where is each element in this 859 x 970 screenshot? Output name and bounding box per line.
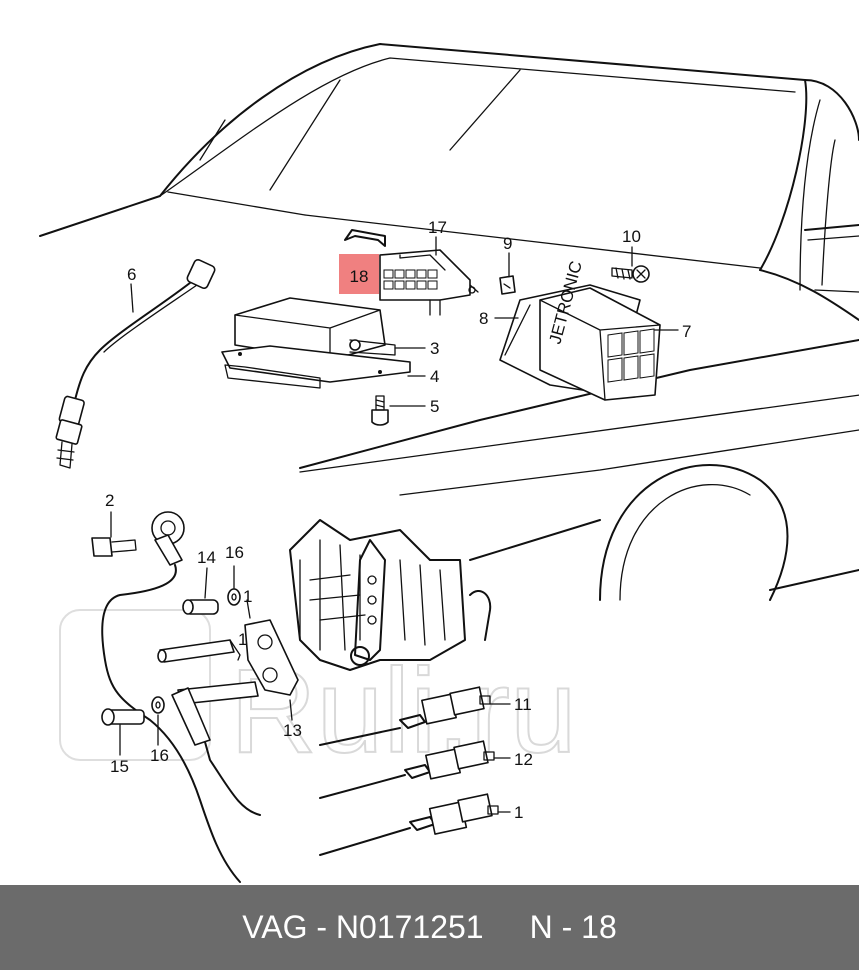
parts-diagram: Ruli.ru [39, 43, 859, 883]
callout-3: 3 [430, 339, 439, 358]
callout-12: 12 [514, 750, 533, 769]
callout-13: 13 [283, 721, 302, 740]
bolt-14 [182, 599, 219, 615]
callout-2: 2 [105, 491, 114, 510]
washer-16b [151, 696, 165, 714]
callout-16b: 16 [150, 746, 169, 765]
ecu-unit: JETRONIC [539, 259, 661, 401]
car-body-outline [39, 43, 859, 601]
callout-15: 15 [110, 757, 129, 776]
callout-14: 14 [197, 548, 216, 567]
clip-18 [344, 229, 386, 247]
screw-5 [371, 395, 389, 426]
callout-6: 6 [127, 265, 136, 284]
washer-16a [227, 588, 241, 606]
leader-lines [110, 236, 679, 813]
screw-10 [611, 265, 650, 283]
callout-1c: 1 [514, 803, 523, 822]
diagram-position: N - 18 [529, 909, 617, 945]
callout-1b: 1 [238, 630, 247, 649]
sensor-bracket [157, 619, 299, 816]
knock-sensor [91, 511, 241, 883]
part-info-footer: VAG - N0171251 N - 18 [0, 885, 859, 970]
callout-16a: 16 [225, 543, 244, 562]
part-number: VAG - N0171251 [242, 909, 484, 945]
callout-4: 4 [430, 367, 439, 386]
connector-12 [319, 740, 495, 799]
callout-10: 10 [622, 227, 641, 246]
callout-17: 17 [428, 218, 447, 237]
connector-11 [319, 686, 491, 746]
callout-8: 8 [479, 309, 488, 328]
connector-1 [319, 793, 499, 856]
callout-1a: 1 [243, 587, 252, 606]
control-unit [234, 297, 396, 361]
engine-block [289, 519, 492, 671]
relay-holder [379, 249, 479, 316]
bracket-plate [221, 345, 411, 389]
watermark: Ruli.ru [59, 609, 578, 779]
callout-7: 7 [682, 322, 691, 341]
highlight-box [339, 254, 379, 294]
highlight-label: 18 [350, 267, 369, 286]
bolt-15 [101, 708, 145, 726]
callout-5: 5 [430, 397, 439, 416]
clip-9 [499, 275, 516, 295]
lambda-probe [55, 258, 216, 469]
callout-9: 9 [503, 234, 512, 253]
callout-11: 11 [514, 695, 532, 714]
